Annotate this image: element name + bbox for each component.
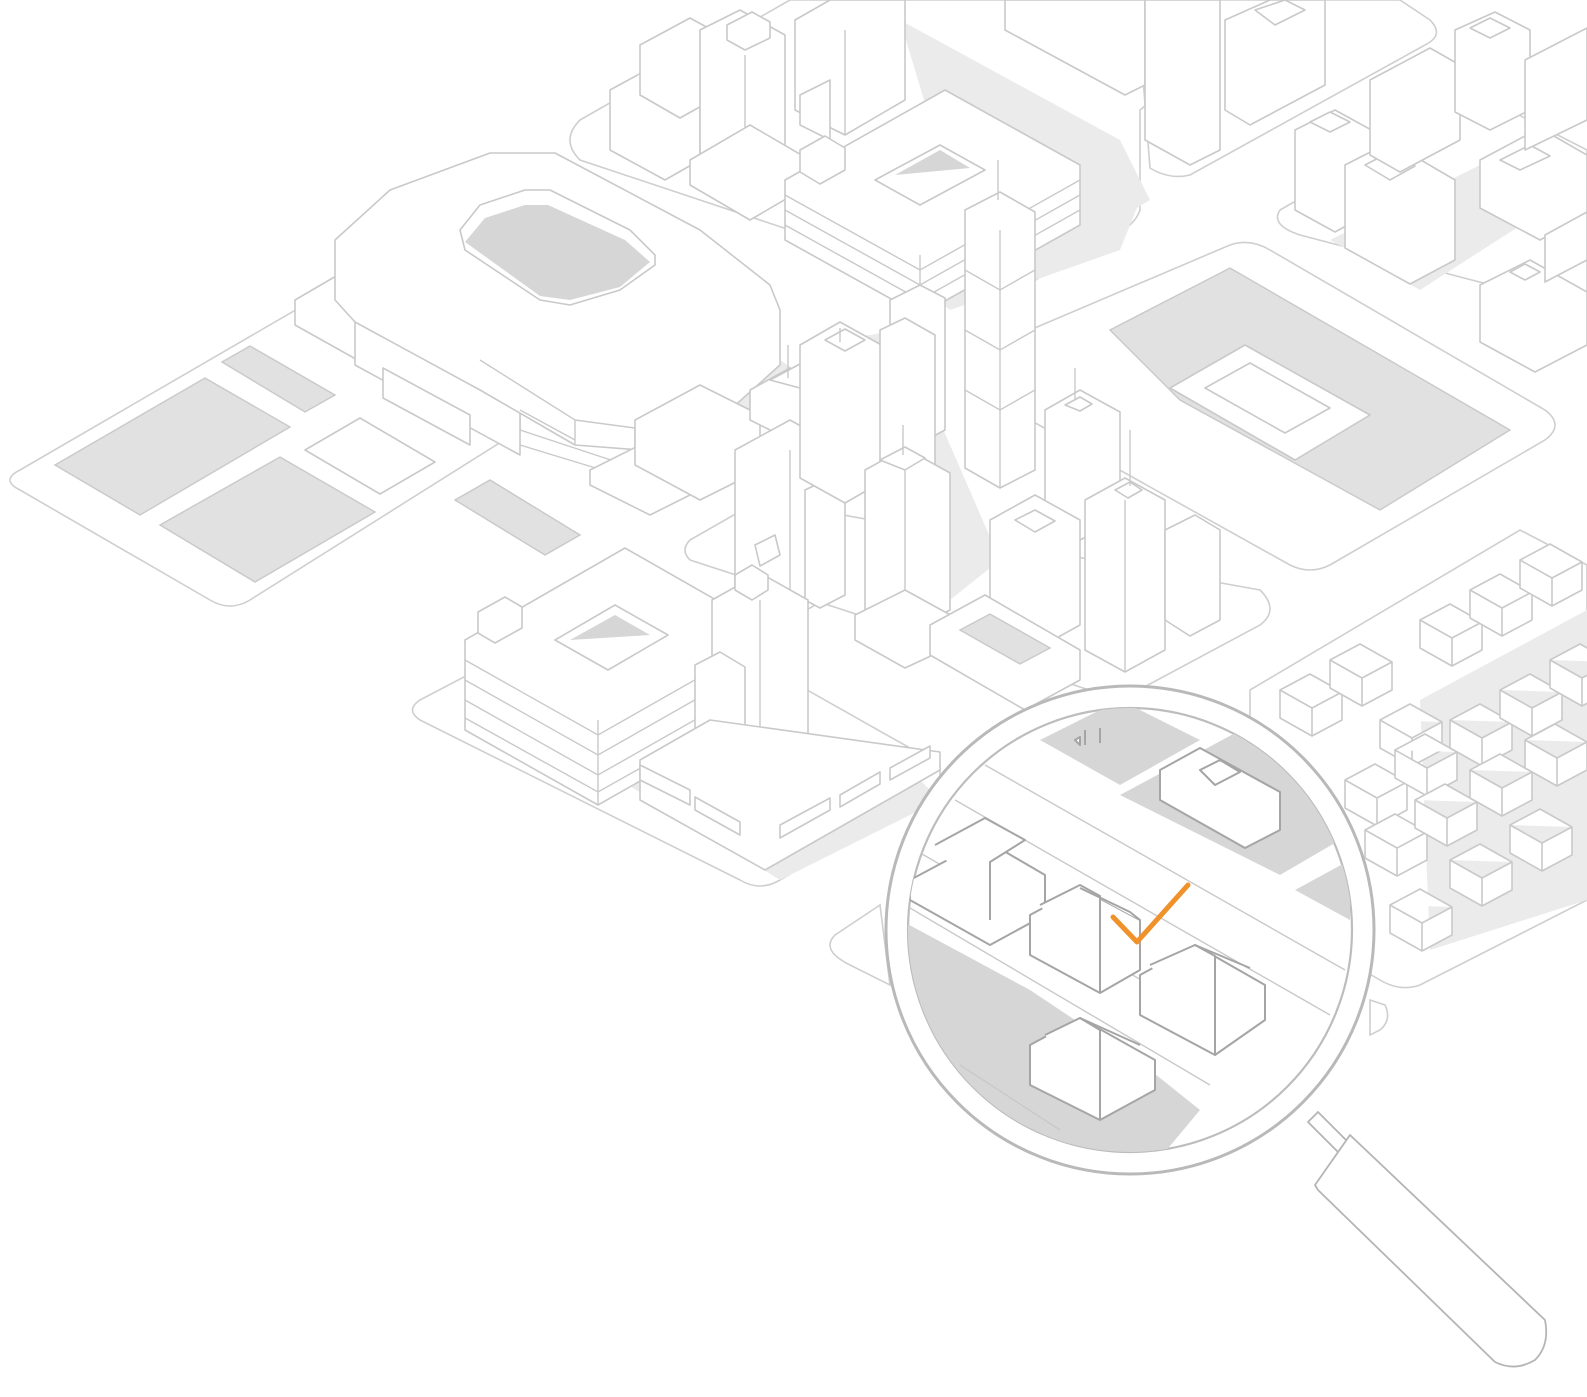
house — [1419, 603, 1483, 667]
house — [1414, 783, 1478, 847]
residential-houses — [1279, 543, 1587, 952]
house — [1449, 843, 1513, 907]
house — [1549, 643, 1587, 707]
house — [1344, 763, 1408, 827]
top-center-buildings — [609, 0, 1326, 316]
house — [1364, 813, 1428, 877]
house — [1509, 808, 1573, 872]
house — [1279, 673, 1343, 737]
downtown-towers — [734, 160, 1221, 711]
parking-lot — [158, 456, 377, 583]
house — [1394, 733, 1458, 797]
house — [1524, 723, 1587, 787]
parking-lot — [53, 377, 292, 516]
house — [1449, 703, 1513, 767]
magnifier-icon — [884, 684, 1548, 1368]
lower-block-buildings — [464, 547, 941, 880]
house — [1389, 888, 1453, 952]
house — [1519, 543, 1583, 607]
stadium — [294, 152, 810, 516]
house — [1499, 673, 1563, 737]
top-right-buildings — [1294, 11, 1587, 373]
checkmark-icon — [1110, 882, 1191, 945]
house — [1329, 643, 1393, 707]
house — [1469, 753, 1533, 817]
house — [1469, 573, 1533, 637]
